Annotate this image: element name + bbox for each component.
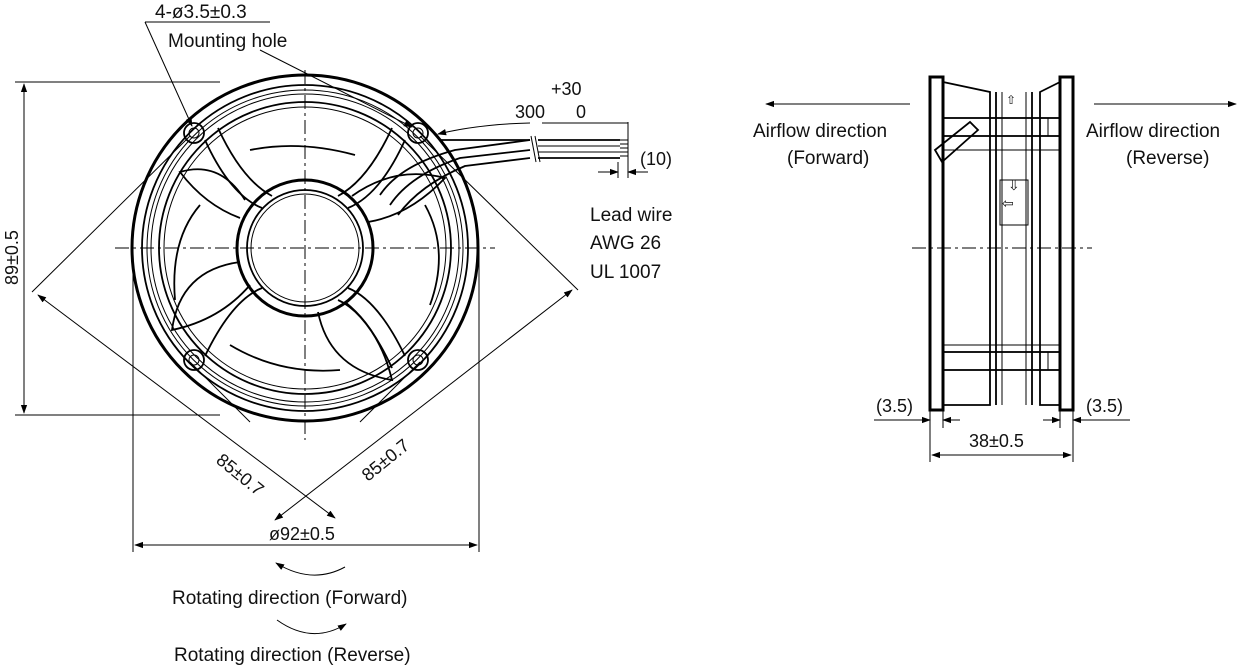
rotate-forward-arrow bbox=[275, 562, 346, 576]
lead-tolerance-plus: +30 bbox=[551, 79, 582, 99]
side-housing: ⇧ ⇩ ⇦ bbox=[928, 75, 1075, 412]
airflow-reverse-title: Airflow direction bbox=[1086, 121, 1220, 142]
rotate-reverse-arrow bbox=[276, 619, 347, 635]
offset-left-dim: (3.5) bbox=[876, 396, 913, 416]
diameter-dim: ø92±0.5 bbox=[269, 524, 335, 544]
mounting-hole-label: Mounting hole bbox=[168, 31, 287, 52]
airflow-forward-title: Airflow direction bbox=[753, 121, 887, 142]
svg-text:⇧: ⇧ bbox=[1006, 93, 1016, 107]
lead-length-value: 300 bbox=[515, 102, 545, 122]
lead-tolerance-minus: 0 bbox=[576, 102, 586, 122]
side-view: ⇧ ⇩ ⇦ Airflow direction (Forward) Airflo… bbox=[753, 75, 1237, 462]
lead-wire-label: Lead wire bbox=[590, 205, 672, 226]
front-view: 4-ø3.5±0.3 Mounting hole +30 300 0 (10) … bbox=[2, 2, 672, 666]
depth-dim: 38±0.5 bbox=[969, 431, 1024, 451]
mounting-holes bbox=[183, 122, 429, 371]
lead-wire-standard: UL 1007 bbox=[590, 262, 661, 283]
diag-left-dim: 85±0.7 bbox=[212, 450, 267, 500]
lead-strip-dim: (10) bbox=[640, 149, 672, 169]
height-dim: 89±0.5 bbox=[2, 230, 22, 285]
diag-right-dim: 85±0.7 bbox=[358, 435, 413, 485]
airflow-reverse-sub: (Reverse) bbox=[1126, 148, 1209, 169]
offset-right-dim: (3.5) bbox=[1086, 396, 1123, 416]
lead-wire-gauge: AWG 26 bbox=[590, 233, 661, 254]
lead-wire bbox=[379, 135, 628, 216]
svg-text:⇩: ⇩ bbox=[1008, 177, 1020, 193]
airflow-forward-sub: (Forward) bbox=[787, 148, 869, 169]
mounting-hole-spec: 4-ø3.5±0.3 bbox=[155, 2, 247, 23]
svg-text:⇦: ⇦ bbox=[1002, 195, 1014, 211]
rotating-forward-label: Rotating direction (Forward) bbox=[172, 588, 407, 609]
rotating-reverse-label: Rotating direction (Reverse) bbox=[174, 645, 411, 666]
